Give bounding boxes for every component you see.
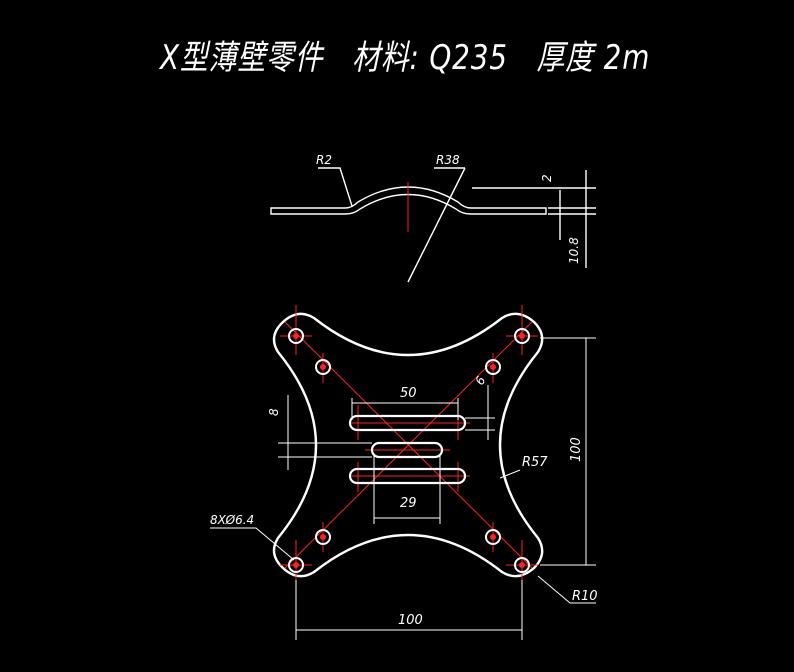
slot-top <box>348 414 467 432</box>
hole-corner-tl <box>288 328 304 344</box>
label-width-100: 100 <box>398 613 423 628</box>
label-width-8: 8 <box>267 408 281 416</box>
hole-inner-br <box>485 529 501 545</box>
label-height-10-8: 10.8 <box>567 237 581 264</box>
label-slot-29: 29 <box>400 496 417 511</box>
leader-r2 <box>318 167 353 207</box>
label-r38: R38 <box>436 153 460 167</box>
leader-r38 <box>407 167 466 283</box>
label-slot-50: 50 <box>400 386 417 401</box>
hole-inner-bl <box>315 529 331 545</box>
leader-r57 <box>499 469 521 479</box>
dimension-lines <box>210 337 596 640</box>
hole-center-marks <box>293 333 525 568</box>
diagonal-centerline-2 <box>284 321 533 569</box>
part-outline <box>272 312 544 578</box>
slots <box>348 414 467 485</box>
side-view <box>270 167 596 283</box>
label-r10: R10 <box>572 589 598 604</box>
hole-inner-tr <box>485 359 501 375</box>
side-plate-outline <box>270 186 547 215</box>
label-r2: R2 <box>316 153 332 167</box>
top-view: 50 29 8 6 R57 100 8XØ6.4 R10 100 <box>210 305 598 640</box>
label-offset-6: 6 <box>472 374 488 388</box>
label-holes: 8XØ6.4 <box>210 513 254 527</box>
mounting-holes <box>288 328 530 573</box>
leader-r10 <box>537 575 596 604</box>
leader-holes <box>210 527 295 561</box>
slot-middle <box>370 441 444 459</box>
label-r57: R57 <box>522 455 548 470</box>
hole-inner-tl <box>315 359 331 375</box>
label-thickness-2: 2 <box>540 174 554 182</box>
hole-corner-tr <box>514 328 530 344</box>
slot-bottom <box>348 467 467 485</box>
label-height-100: 100 <box>569 437 584 462</box>
hole-corner-br <box>514 557 530 573</box>
hole-corner-bl <box>288 557 304 573</box>
